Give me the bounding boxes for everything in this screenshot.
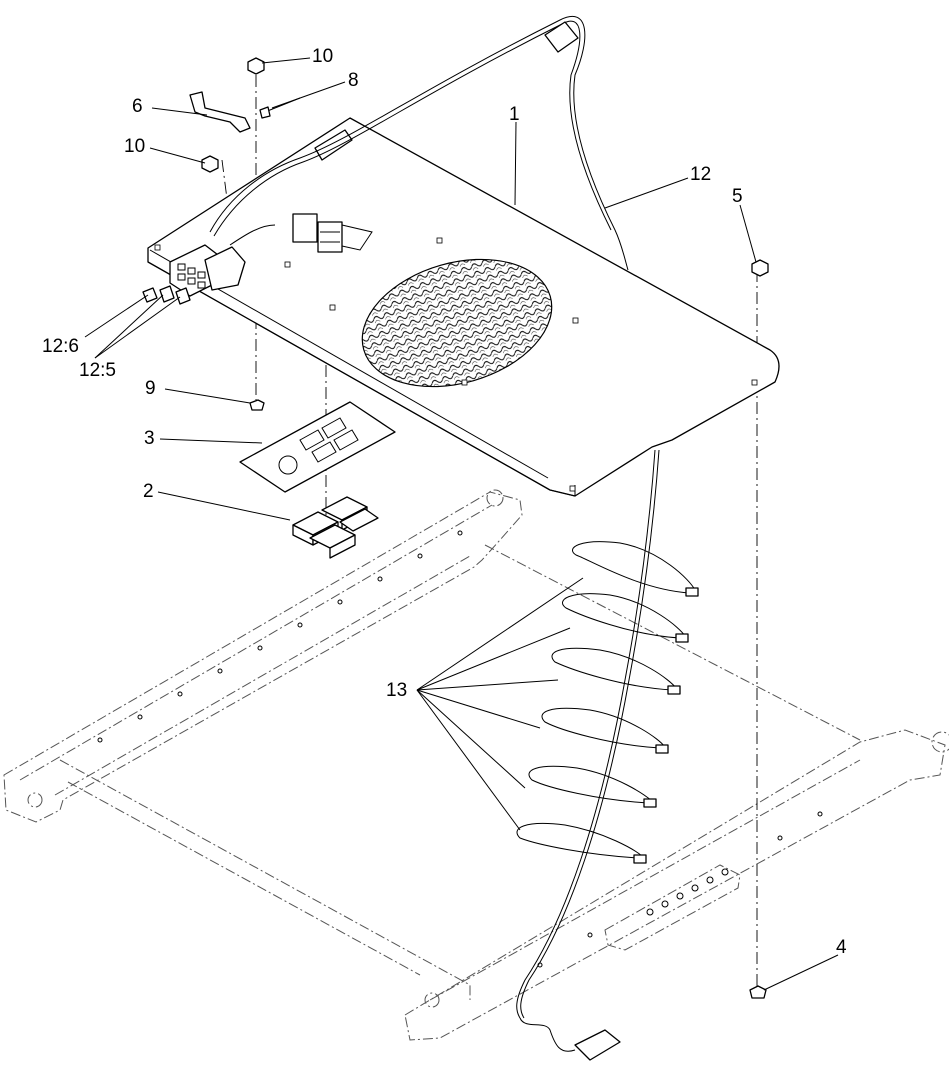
fuses bbox=[142, 285, 191, 305]
callout-12-6: 12:6 bbox=[42, 336, 79, 357]
relay-block bbox=[292, 496, 379, 559]
screw-9 bbox=[249, 399, 265, 411]
relay-gasket bbox=[239, 401, 396, 493]
phantom-frame bbox=[3, 489, 949, 1041]
nut-left bbox=[201, 155, 219, 173]
callout-labels: 10 8 6 10 1 12 5 12:6 12:5 9 3 2 13 4 bbox=[42, 46, 847, 958]
nut-5 bbox=[751, 259, 769, 277]
callout-10-left: 10 bbox=[124, 136, 145, 157]
callout-8: 8 bbox=[348, 70, 359, 91]
bolt-8 bbox=[259, 106, 271, 119]
nut-top bbox=[247, 57, 265, 75]
rail-holes bbox=[97, 530, 823, 968]
cable-ties bbox=[516, 541, 699, 864]
callout-10-top: 10 bbox=[312, 46, 333, 67]
leader-lines bbox=[84, 57, 839, 991]
callout-2: 2 bbox=[143, 481, 154, 502]
wire-harness bbox=[209, 15, 660, 1061]
callout-5: 5 bbox=[732, 186, 743, 207]
callout-12: 12 bbox=[690, 164, 711, 185]
control-panel bbox=[147, 117, 780, 497]
callout-13: 13 bbox=[386, 680, 407, 701]
screw-4 bbox=[749, 985, 767, 999]
callout-12-5: 12:5 bbox=[79, 360, 116, 381]
callout-4: 4 bbox=[836, 937, 847, 958]
switch-bank bbox=[177, 263, 206, 289]
callout-6: 6 bbox=[132, 96, 143, 117]
panel-relays bbox=[292, 213, 373, 253]
panel-mounting-holes bbox=[154, 237, 758, 492]
callout-3: 3 bbox=[144, 428, 155, 449]
bracket-6 bbox=[189, 91, 251, 133]
callout-1: 1 bbox=[509, 104, 520, 125]
callout-9: 9 bbox=[145, 378, 156, 399]
